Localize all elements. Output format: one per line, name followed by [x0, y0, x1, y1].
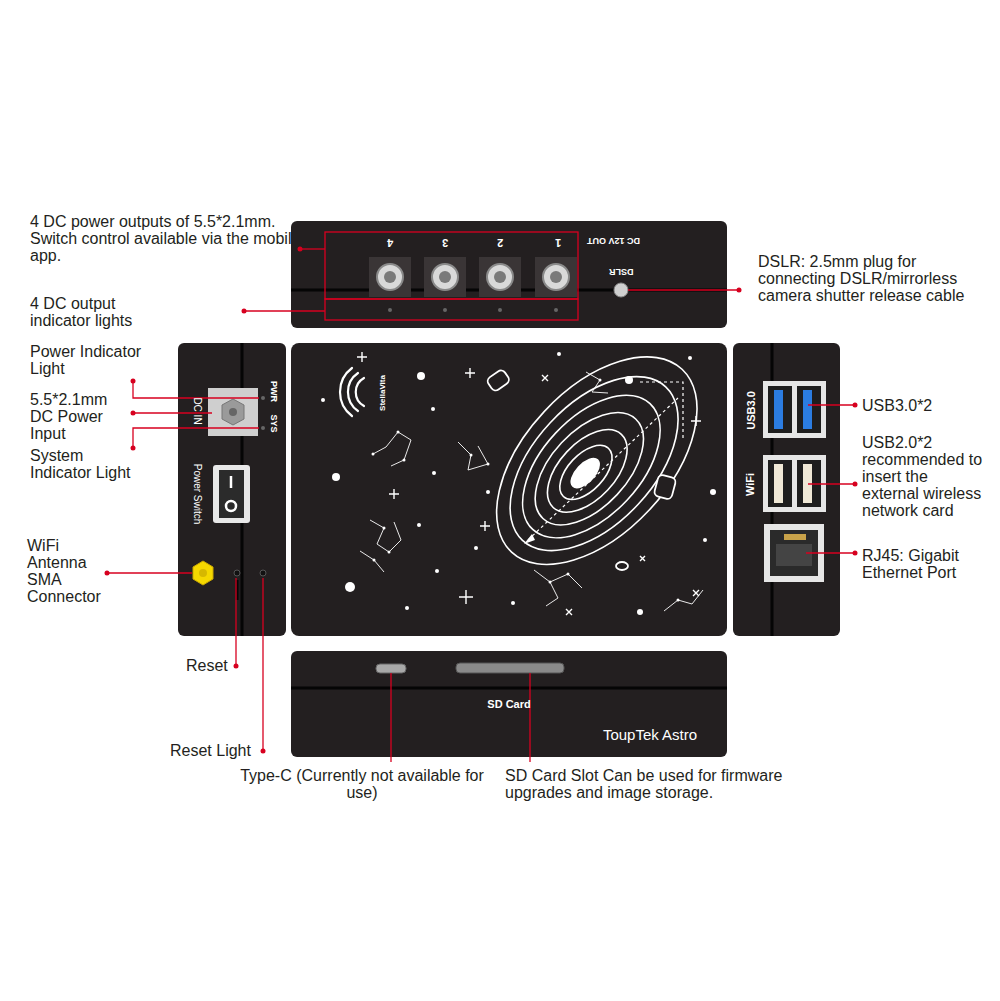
- left-panel-art: [178, 343, 286, 636]
- callout-label: 4 DC power outputs of 5.5*2.1mm. Switch …: [30, 213, 305, 264]
- panel-marking: DSLR: [609, 267, 634, 276]
- panel-marking: DC IN: [192, 397, 202, 424]
- panel-marking: DC 12V OUT: [587, 236, 640, 245]
- callout-label: System Indicator Light: [30, 447, 145, 481]
- callout-label: 5.5*2.1mm DC Power Input: [30, 391, 115, 442]
- panel-marking: WiFi: [746, 472, 757, 495]
- callout-label: RJ45: Gigabit Ethernet Port: [862, 547, 968, 581]
- leader-dots: [105, 247, 858, 754]
- bottom-panel-art: [291, 651, 727, 757]
- callout-label: DSLR: 2.5mm plug for connecting DSLR/mir…: [758, 253, 990, 304]
- leader-lines: [107, 232, 855, 762]
- callout-label: SD Card Slot Can be used for firmware up…: [505, 767, 810, 801]
- panel-marking: PWR: [269, 381, 278, 402]
- panel-marking: StellaVita: [379, 375, 387, 411]
- panel-marking: 2: [497, 237, 503, 248]
- callout-label: USB3.0*2: [862, 397, 932, 414]
- callout-label: Reset Light: [170, 742, 251, 759]
- top-panel: DC 12V OUT 1 2 3 4DSLR: [291, 221, 727, 328]
- panel-marking: Power Switch: [192, 464, 202, 525]
- right-panel: USB3.0WiFi: [733, 343, 840, 636]
- panel-marking: USB3.0: [746, 391, 757, 430]
- top-cover-art: [291, 320, 735, 636]
- panel-marking: 3: [442, 237, 448, 248]
- callout-label: Reset: [186, 657, 228, 674]
- panel-marking: SD Card: [487, 699, 530, 710]
- callout-label: USB2.0*2 recommended to insert the exter…: [862, 434, 984, 519]
- panel-marking: 4: [387, 237, 393, 248]
- callout-label: Power Indicator Light: [30, 343, 145, 377]
- callout-label: WiFi Antenna SMA Connector: [27, 537, 112, 605]
- bottom-panel: SD CardToupTek Astro: [291, 651, 727, 757]
- callout-label: 4 DC output indicator lights: [30, 295, 180, 329]
- top-cover: StellaVita: [291, 343, 727, 636]
- top-panel-art: [291, 221, 727, 328]
- callout-label: Type-C (Currently not available for use): [237, 767, 487, 801]
- panel-marking: SYS: [268, 414, 277, 432]
- panel-marking: ToupTek Astro: [603, 727, 697, 742]
- left-panel: PWR SYS DC IN Power Switch: [178, 343, 286, 636]
- panel-marking: 1: [555, 237, 561, 248]
- right-panel-art: [733, 343, 840, 636]
